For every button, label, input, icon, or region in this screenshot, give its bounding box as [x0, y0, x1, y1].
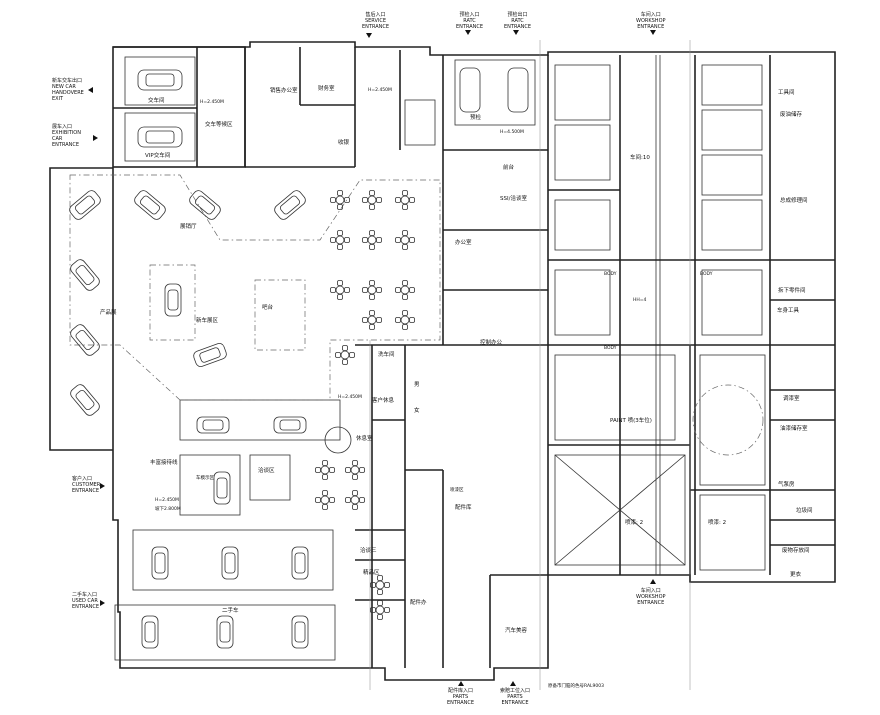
table-set	[330, 230, 350, 250]
table-set	[395, 280, 415, 300]
table-set	[362, 190, 382, 210]
table-set	[395, 190, 415, 210]
table-set	[362, 230, 382, 250]
table-set	[362, 310, 382, 330]
table-set	[345, 490, 365, 510]
table-set	[335, 345, 355, 365]
table-set	[315, 490, 335, 510]
column-grid	[369, 40, 691, 690]
table-set	[330, 280, 350, 300]
table-set	[330, 190, 350, 210]
table-set	[362, 280, 382, 300]
entrance-arrows	[88, 30, 656, 686]
table-set	[370, 575, 390, 595]
exhibition-zone	[69, 174, 441, 454]
building-walls	[49, 41, 836, 681]
table-set	[370, 600, 390, 620]
table-set	[395, 310, 415, 330]
table-set	[395, 230, 415, 250]
workshop-bays	[554, 64, 766, 571]
table-set	[345, 460, 365, 480]
exhibition-cars	[69, 67, 529, 649]
table-set	[315, 460, 335, 480]
lounge-furniture	[315, 190, 415, 620]
